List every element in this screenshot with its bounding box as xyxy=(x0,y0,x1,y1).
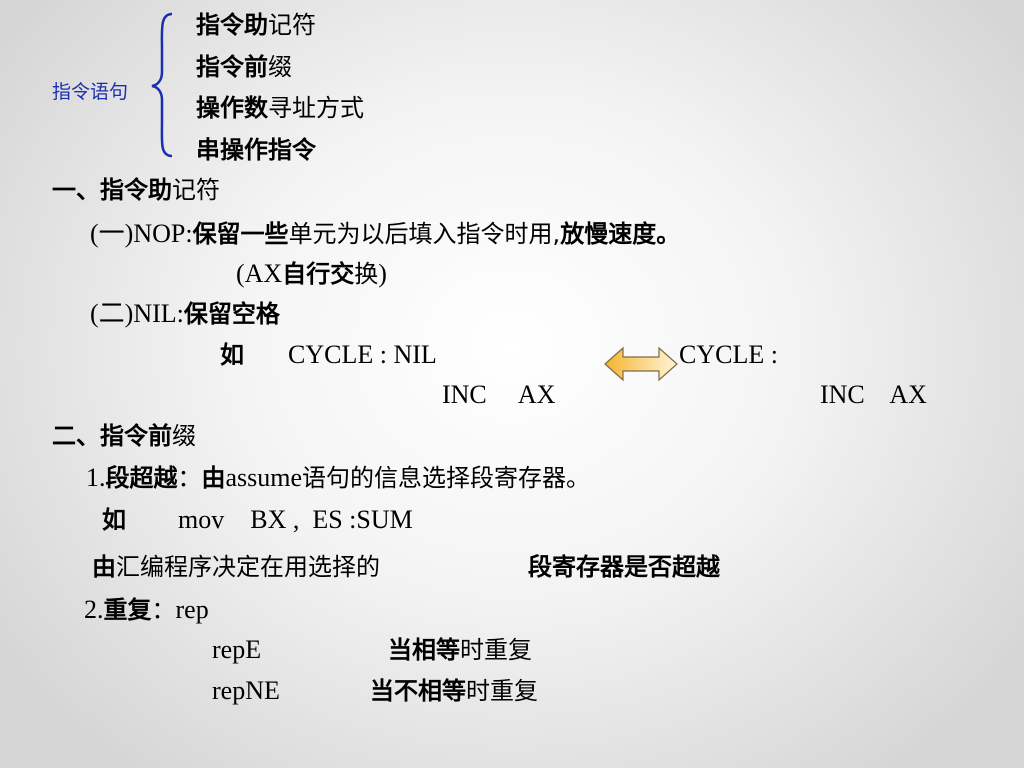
bracket-item-3: 操作数寻址方式 xyxy=(196,94,364,122)
example-ru: 如 xyxy=(220,341,244,369)
repne-code: repNE xyxy=(212,676,280,705)
repeat-line: 2.重复：rep xyxy=(84,595,209,624)
example-right-line1: CYCLE : xyxy=(679,340,778,369)
section2-heading: 二、指令前缀 xyxy=(52,422,196,450)
nil-line: (二)NIL:保留空格 xyxy=(90,299,280,328)
curly-brace-icon xyxy=(151,12,173,158)
section1-heading: 一、指令助记符 xyxy=(52,176,220,204)
nop-line: (一)NOP:保留一些单元为以后填入指令时用,放慢速度。 xyxy=(90,219,681,248)
double-arrow-icon xyxy=(604,346,678,382)
bracket-item-2: 指令前缀 xyxy=(196,53,292,81)
example-left-line1: CYCLE : NIL xyxy=(288,340,437,369)
segment-override-line: 1.段超越：由assume语句的信息选择段寄存器。 xyxy=(86,463,591,492)
bracket-item-4: 串操作指令 xyxy=(196,136,316,164)
assembler-desc-bold: 段寄存器是否超越 xyxy=(528,553,720,581)
bracket-item-1: 指令助记符 xyxy=(196,11,316,39)
example-right-line2: INC AX xyxy=(820,380,927,409)
mov-example-code: mov BX , ES :SUM xyxy=(178,505,413,534)
nop-note: (AX自行交换) xyxy=(236,259,387,288)
mov-example: 如 xyxy=(102,506,126,534)
assembler-desc: 由汇编程序决定在用选择的 xyxy=(92,553,380,581)
repe-code: repE xyxy=(212,635,262,664)
repe-desc: 当相等时重复 xyxy=(388,636,532,664)
example-left-line2: INC AX xyxy=(442,380,556,409)
repne-desc: 当不相等时重复 xyxy=(370,677,538,705)
bracket-label: 指令语句 xyxy=(52,81,129,103)
